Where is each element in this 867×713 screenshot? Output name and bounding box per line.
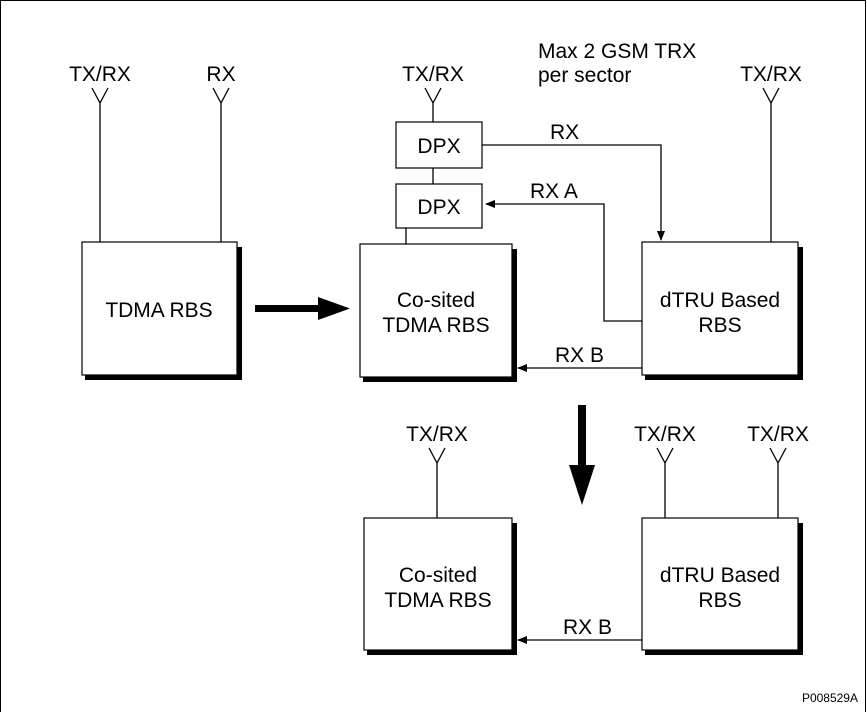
cosited-top-label-2: TDMA RBS	[382, 314, 489, 337]
tdma-rbs-label: TDMA RBS	[105, 299, 212, 322]
dtru-bottom-label-2: RBS	[698, 589, 741, 612]
dpx-lower-label: DPX	[417, 196, 460, 219]
rx-a-signal-line	[485, 200, 642, 322]
rx-b-bottom-label: RX B	[563, 616, 612, 639]
tdma-rbs-block: TDMA RBS	[81, 241, 242, 380]
antenna-label-dtru-bottom-1: TX/RX	[634, 423, 696, 446]
rx-b-top-label: RX B	[555, 344, 604, 367]
cosited-bottom-label-2: TDMA RBS	[384, 589, 491, 612]
cosited-top-label-1: Co-sited	[397, 289, 475, 312]
antenna-label-cosited-bottom: TX/RX	[406, 423, 468, 446]
antenna-icon	[91, 87, 109, 242]
rx-signal-line	[482, 144, 665, 241]
migration-arrow-right	[255, 297, 350, 320]
antenna-label-cosited-top: TX/RX	[402, 63, 464, 86]
antenna-label-tdma-txrx: TX/RX	[69, 63, 131, 86]
rx-a-signal-label: RX A	[530, 180, 578, 203]
cosited-tdma-rbs-bottom-block: Co-sited TDMA RBS	[363, 517, 517, 655]
antenna-icon	[769, 447, 787, 518]
antenna-label-dtru-bottom-2: TX/RX	[747, 423, 809, 446]
figure-id: P008529A	[802, 691, 858, 705]
dtru-top-label-2: RBS	[698, 314, 741, 337]
dpx-upper: DPX	[395, 121, 483, 169]
antenna-icon	[428, 447, 446, 518]
antenna-icon	[424, 87, 442, 122]
antenna-label-tdma-rx: RX	[206, 63, 235, 86]
cosited-tdma-rbs-top-block: Co-sited TDMA RBS	[359, 243, 517, 382]
antenna-icon	[656, 447, 674, 518]
antenna-icon	[762, 87, 780, 242]
dtru-bottom-label-1: dTRU Based	[660, 564, 780, 587]
antenna-label-dtru-top: TX/RX	[740, 63, 802, 86]
dpx-lower: DPX	[395, 183, 483, 229]
cosited-bottom-label-1: Co-sited	[399, 564, 477, 587]
dtru-top-label-1: dTRU Based	[660, 289, 780, 312]
dtru-rbs-top-block: dTRU Based RBS	[641, 241, 803, 380]
note-line-2: per sector	[538, 64, 631, 87]
dtru-rbs-bottom-block: dTRU Based RBS	[641, 517, 803, 655]
dpx-upper-label: DPX	[417, 135, 460, 158]
antenna-icon	[212, 87, 230, 242]
note-line-1: Max 2 GSM TRX	[538, 40, 696, 63]
rx-signal-label: RX	[550, 121, 579, 144]
migration-arrow-down	[569, 405, 595, 505]
